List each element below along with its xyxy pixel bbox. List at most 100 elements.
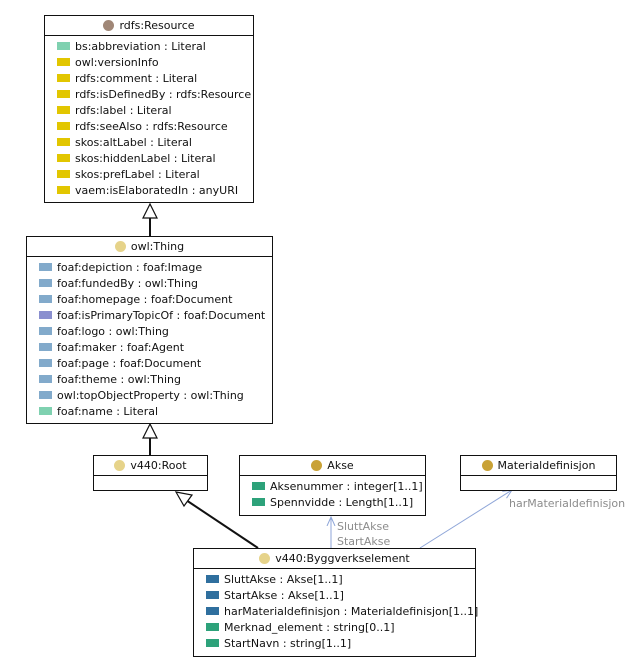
attribute-text: StartNavn : string[1..1] — [224, 636, 352, 650]
class-header: Materialdefinisjon — [461, 456, 616, 476]
attribute-row[interactable]: foaf:name : Literal — [39, 403, 272, 419]
attribute-row[interactable]: rdfs:isDefinedBy : rdfs:Resource — [57, 86, 253, 102]
attribute-row[interactable]: rdfs:seeAlso : rdfs:Resource — [57, 118, 253, 134]
annotation-prop-icon — [57, 74, 70, 82]
attribute-text: StartAkse : Akse[1..1] — [224, 588, 344, 602]
attribute-row[interactable]: owl:versionInfo — [57, 54, 253, 70]
edge-label-harmaterialdefinisjon: harMaterialdefinisjon — [509, 497, 626, 510]
attribute-text: foaf:homepage : foaf:Document — [57, 292, 233, 306]
attribute-row[interactable]: SluttAkse : Akse[1..1] — [206, 571, 475, 587]
generalization-arrowhead — [174, 491, 194, 508]
class-header: Akse — [240, 456, 425, 476]
object-prop-alt-icon — [39, 311, 52, 319]
attribute-row[interactable]: Merknad_element : string[0..1] — [206, 619, 475, 635]
class-icon — [114, 460, 126, 471]
attribute-text: bs:abbreviation : Literal — [75, 39, 206, 53]
annotation-prop-icon — [57, 186, 70, 194]
attribute-row[interactable]: foaf:fundedBy : owl:Thing — [39, 275, 272, 291]
object-prop-icon — [39, 375, 52, 383]
byggverk-obj-icon — [206, 591, 219, 599]
byggverk-data-icon — [206, 623, 219, 631]
attribute-row[interactable]: rdfs:comment : Literal — [57, 70, 253, 86]
attribute-text: Spennvidde : Length[1..1] — [270, 495, 414, 509]
annotation-prop-icon — [57, 154, 70, 162]
class-name: Materialdefinisjon — [497, 459, 596, 472]
class-akse[interactable]: Akse Aksenummer : integer[1..1] Spennvidd… — [239, 455, 426, 516]
attribute-row[interactable]: skos:altLabel : Literal — [57, 134, 253, 150]
attribute-text: foaf:page : foaf:Document — [57, 356, 202, 370]
object-prop-icon — [39, 279, 52, 287]
attribute-text: skos:hiddenLabel : Literal — [75, 151, 216, 165]
attribute-row[interactable]: skos:prefLabel : Literal — [57, 166, 253, 182]
annotation-prop-icon — [57, 122, 70, 130]
class-icon — [114, 241, 126, 252]
object-prop-icon — [39, 295, 52, 303]
attribute-text: rdfs:seeAlso : rdfs:Resource — [75, 119, 228, 133]
attribute-text: Aksenummer : integer[1..1] — [270, 479, 423, 493]
attribute-list: SluttAkse : Akse[1..1] StartAkse : Akse[1… — [194, 569, 479, 651]
attribute-text: rdfs:label : Literal — [75, 103, 172, 117]
association-materialdefinisjon — [419, 490, 512, 549]
attribute-text: foaf:logo : owl:Thing — [57, 324, 169, 338]
annotation-prop-icon — [57, 138, 70, 146]
attribute-row[interactable]: harMaterialdefinisjon : Materialdefinisj… — [206, 603, 479, 619]
generalization-byggverk-to-root — [185, 499, 259, 549]
attribute-text: SluttAkse : Akse[1..1] — [224, 572, 343, 586]
attribute-text: rdfs:isDefinedBy : rdfs:Resource — [75, 87, 252, 101]
attribute-text: skos:prefLabel : Literal — [75, 167, 200, 181]
byggverk-obj-icon — [206, 607, 219, 615]
datatype-prop-icon — [57, 42, 70, 50]
attribute-text: foaf:depiction : foaf:Image — [57, 260, 203, 274]
attribute-list: bs:abbreviation : Literal owl:versionInfo… — [45, 36, 253, 198]
attribute-row[interactable]: Spennvidde : Length[1..1] — [252, 494, 425, 510]
class-v440-root[interactable]: v440:Root — [93, 455, 208, 491]
class-name: owl:Thing — [130, 240, 185, 253]
class-v440-byggverkselement[interactable]: v440:Byggverkselement SluttAkse : Akse[1… — [193, 548, 479, 657]
class-name: Akse — [327, 459, 354, 472]
attribute-row[interactable]: foaf:homepage : foaf:Document — [39, 291, 272, 307]
attribute-text: foaf:theme : owl:Thing — [57, 372, 181, 386]
annotation-prop-icon — [57, 58, 70, 66]
attribute-row[interactable]: owl:topObjectProperty : owl:Thing — [39, 387, 272, 403]
annotation-prop-icon — [57, 106, 70, 114]
object-prop-icon — [39, 391, 52, 399]
edge-label-sluttakse: SluttAkse — [337, 520, 390, 533]
attribute-text: Merknad_element : string[0..1] — [224, 620, 395, 634]
byggverk-obj-icon — [206, 575, 219, 583]
attribute-row[interactable]: vaem:isElaboratedIn : anyURI — [57, 182, 253, 198]
edge-label-startakse: StartAkse — [337, 535, 391, 548]
annotation-prop-icon — [57, 90, 70, 98]
class-materialdefinisjon[interactable]: Materialdefinisjon — [460, 455, 617, 491]
defined-class-icon — [311, 460, 323, 471]
attribute-text: harMaterialdefinisjon : Materialdefinisj… — [224, 604, 479, 618]
attribute-row[interactable]: StartAkse : Akse[1..1] — [206, 587, 475, 603]
object-prop-icon — [39, 327, 52, 335]
akse-attr-icon — [252, 498, 265, 506]
attribute-row[interactable]: bs:abbreviation : Literal — [57, 38, 253, 54]
byggverk-data-icon — [206, 639, 219, 647]
attribute-row[interactable]: foaf:maker : foaf:Agent — [39, 339, 272, 355]
class-header: rdfs:Resource — [45, 16, 253, 36]
attribute-text: rdfs:comment : Literal — [75, 71, 198, 85]
attribute-text: foaf:name : Literal — [57, 404, 159, 418]
attribute-row[interactable]: foaf:theme : owl:Thing — [39, 371, 272, 387]
class-name: rdfs:Resource — [119, 19, 195, 32]
attribute-row[interactable]: rdfs:label : Literal — [57, 102, 253, 118]
attribute-row[interactable]: foaf:page : foaf:Document — [39, 355, 272, 371]
attribute-text: vaem:isElaboratedIn : anyURI — [75, 183, 239, 197]
datatype-prop-icon — [39, 407, 52, 415]
attribute-text: owl:versionInfo — [75, 55, 159, 69]
attribute-row[interactable]: foaf:isPrimaryTopicOf : foaf:Document — [39, 307, 272, 323]
attribute-row[interactable]: StartNavn : string[1..1] — [206, 635, 475, 651]
attribute-row[interactable]: foaf:logo : owl:Thing — [39, 323, 272, 339]
annotation-prop-icon — [57, 170, 70, 178]
class-rdfs-resource[interactable]: rdfs:Resource bs:abbreviation : Literal o… — [44, 15, 254, 203]
attribute-text: skos:altLabel : Literal — [75, 135, 192, 149]
attribute-row[interactable]: foaf:depiction : foaf:Image — [39, 259, 272, 275]
class-icon — [259, 553, 271, 564]
attribute-row[interactable]: Aksenummer : integer[1..1] — [252, 478, 425, 494]
attribute-row[interactable]: skos:hiddenLabel : Literal — [57, 150, 253, 166]
